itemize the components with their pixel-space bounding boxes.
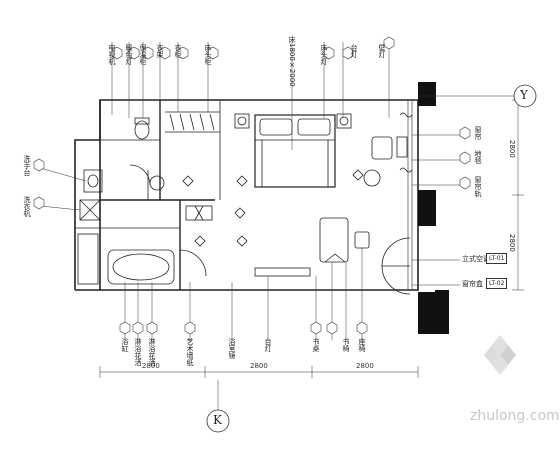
label-desk-lamp: 台灯	[264, 338, 272, 352]
desk	[319, 217, 349, 263]
label-wash-basin: 洗手台	[23, 155, 31, 176]
outer-wall	[99, 99, 419, 291]
label-warm-lamp: 暖色灯	[125, 44, 133, 65]
label-wallpaper: 艺术墙纸	[186, 338, 194, 366]
label-ac: 立式空调	[462, 255, 490, 263]
wash-basin	[83, 169, 103, 193]
watermark-text: zhulong.com	[470, 408, 560, 424]
label-curtain-rail: 窗帘轨	[474, 176, 482, 197]
label-curtain: 窗帘	[474, 126, 482, 140]
bed	[254, 114, 336, 188]
label-shower-1: 淋浴花洒	[134, 338, 142, 366]
label-hanger: 衣架	[156, 44, 164, 58]
label-nightstand: 床头柜	[204, 44, 212, 65]
toilet	[134, 120, 150, 140]
label-bed-lamp: 床头灯	[320, 44, 328, 65]
dim-bottom-2: 2800	[250, 362, 268, 370]
axis-label-top: Y	[520, 88, 528, 102]
callout-markers	[33, 36, 471, 335]
round-table	[363, 169, 381, 187]
watermark-logo	[484, 335, 516, 375]
window-line	[407, 100, 413, 290]
label-cabinet: 保温柜	[139, 44, 147, 65]
label-curtain-box: 窗帘盒	[462, 280, 483, 288]
label-tv: 电视机	[108, 44, 116, 65]
bathroom-wall	[74, 100, 101, 290]
label-table-lamp: 台灯	[350, 44, 358, 58]
label-desk: 书桌	[312, 338, 320, 352]
label-wall-lamp: 壁灯	[378, 44, 386, 58]
dimension-lines	[99, 95, 524, 410]
dim-bottom-1: 2800	[142, 362, 160, 370]
label-wardrobe: 衣柜	[174, 44, 182, 58]
label-carpet: 地毯	[474, 150, 482, 164]
bathtub	[107, 249, 175, 285]
label-bathtub: 浴缸	[121, 338, 129, 352]
label-washing-machine: 洗衣机	[23, 196, 31, 217]
label-bed: 床1800×2000	[288, 36, 296, 87]
label-desk-chair: 书椅	[342, 338, 350, 352]
leader-lines	[39, 42, 460, 340]
nightstand-left	[234, 113, 250, 129]
armchair	[371, 136, 393, 160]
dim-bottom-3: 2800	[356, 362, 374, 370]
label-shower-2: 淋浴花洒	[148, 338, 156, 366]
axis-bubble-top	[513, 84, 537, 108]
axis-label-bottom: K	[213, 413, 222, 427]
lamp-symbols	[182, 169, 364, 247]
nightstand-right	[336, 113, 352, 129]
curtain	[399, 112, 413, 173]
tv-cabinet	[254, 267, 311, 277]
bay-arc	[381, 237, 411, 267]
axis-bubble-bottom	[206, 409, 230, 433]
tag-lt02: LT-02	[486, 278, 508, 289]
label-bath-mirror: 浴室镜	[228, 338, 236, 359]
structural-columns	[418, 82, 449, 334]
dim-right-2: 2800	[508, 234, 516, 252]
dim-right-1: 2800	[508, 140, 516, 158]
tag-lt01: LT-01	[486, 253, 508, 264]
label-armchair: 座椅	[358, 338, 366, 352]
